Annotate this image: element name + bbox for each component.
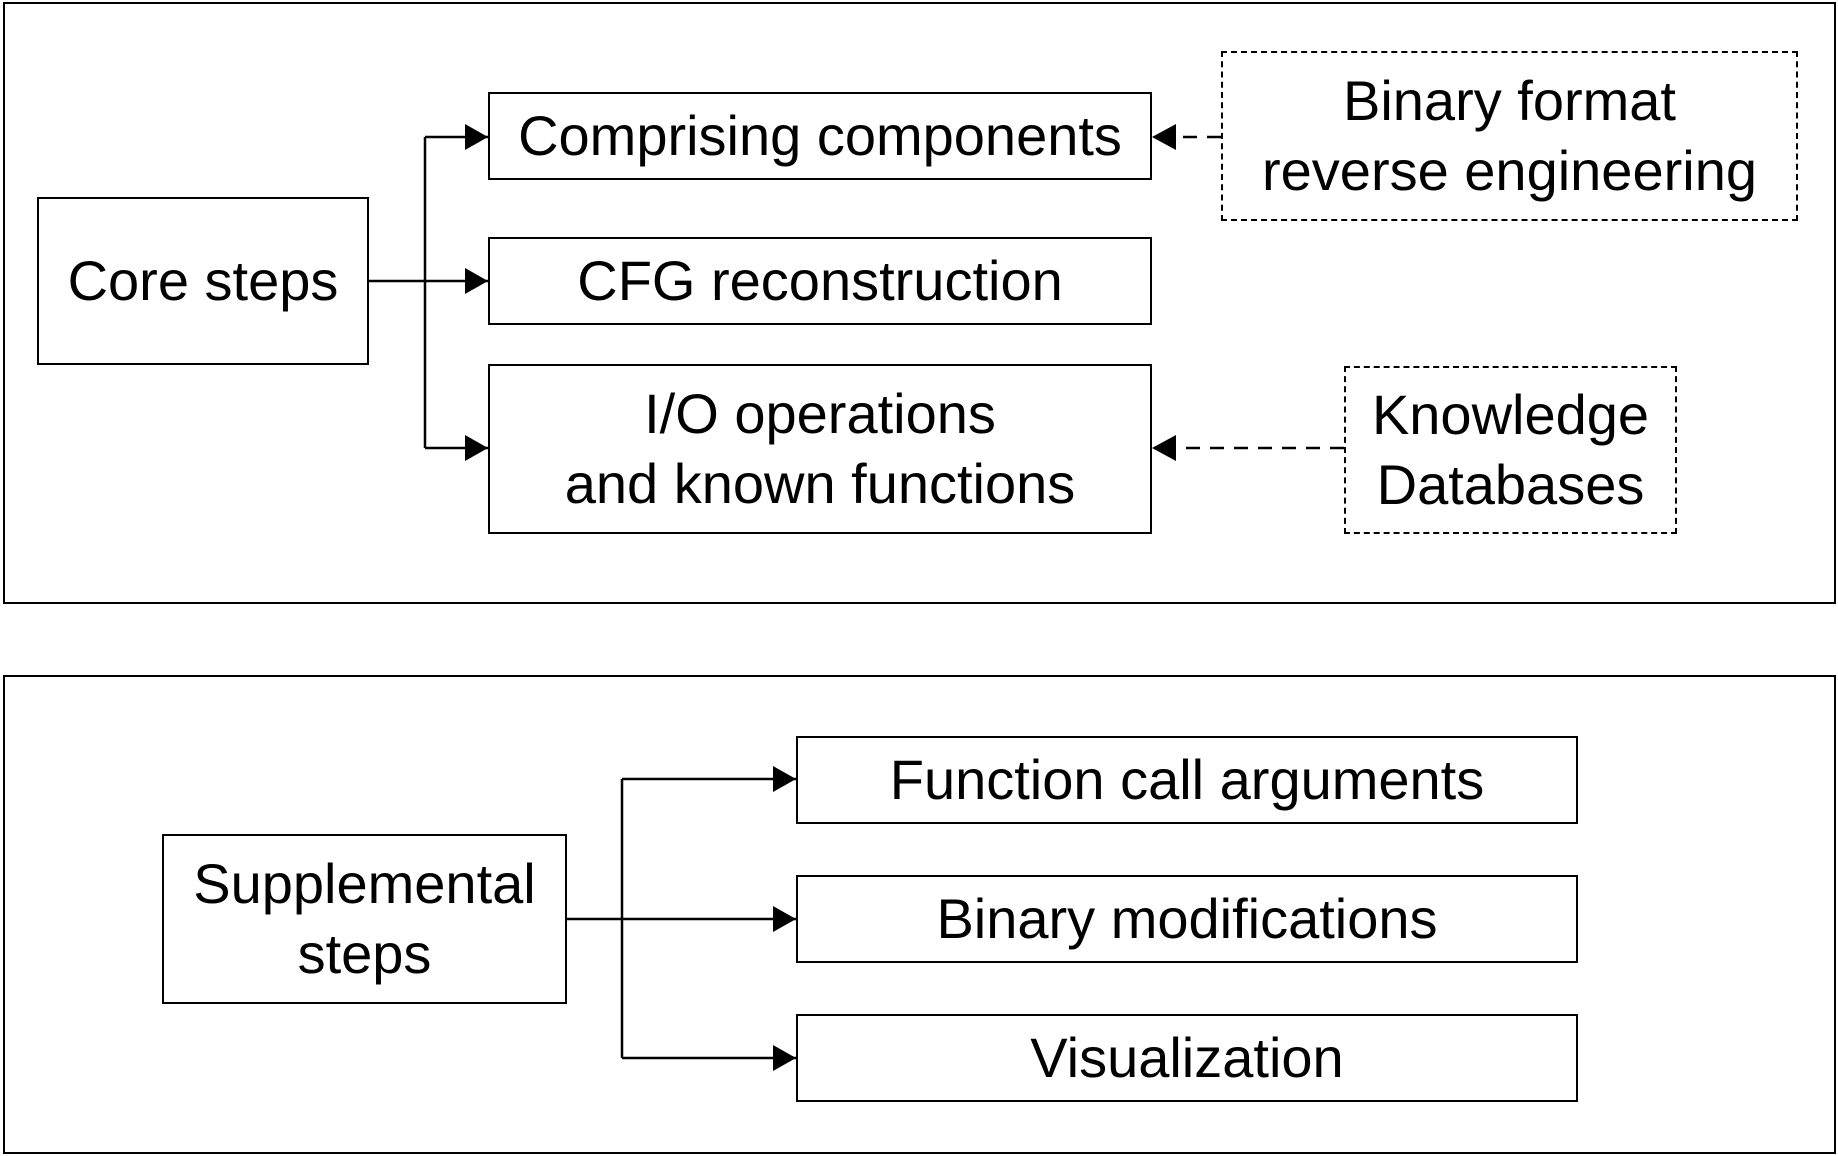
knowledge-databases-box: Knowledge Databases — [1344, 366, 1677, 534]
core-steps-label: Core steps — [67, 249, 339, 312]
comprising-components-box: Comprising components — [488, 92, 1152, 180]
binary-modifications-label: Binary modifications — [936, 887, 1438, 950]
visualization-label: Visualization — [1030, 1026, 1344, 1089]
io-operations-label: I/O operations and known functions — [564, 382, 1076, 515]
function-call-arguments-label: Function call arguments — [889, 748, 1485, 811]
binary-format-reverse-engineering-label: Binary format reverse engineering — [1262, 69, 1757, 202]
supplemental-trunk-connector — [566, 779, 624, 1058]
knowledge-databases-label: Knowledge Databases — [1371, 383, 1650, 516]
cfg-reconstruction-box: CFG reconstruction — [488, 237, 1152, 325]
cfg-reconstruction-label: CFG reconstruction — [577, 249, 1063, 312]
binary-format-reverse-engineering-box: Binary format reverse engineering — [1221, 51, 1798, 221]
visualization-box: Visualization — [796, 1014, 1578, 1102]
binary-modifications-box: Binary modifications — [796, 875, 1578, 963]
io-operations-box: I/O operations and known functions — [488, 364, 1152, 534]
core-steps-box: Core steps — [37, 197, 369, 365]
function-call-arguments-box: Function call arguments — [796, 736, 1578, 824]
core-trunk-connector — [369, 137, 427, 448]
supplemental-steps-label: Supplemental steps — [193, 852, 536, 985]
supplemental-steps-box: Supplemental steps — [162, 834, 567, 1004]
comprising-components-label: Comprising components — [518, 104, 1122, 167]
